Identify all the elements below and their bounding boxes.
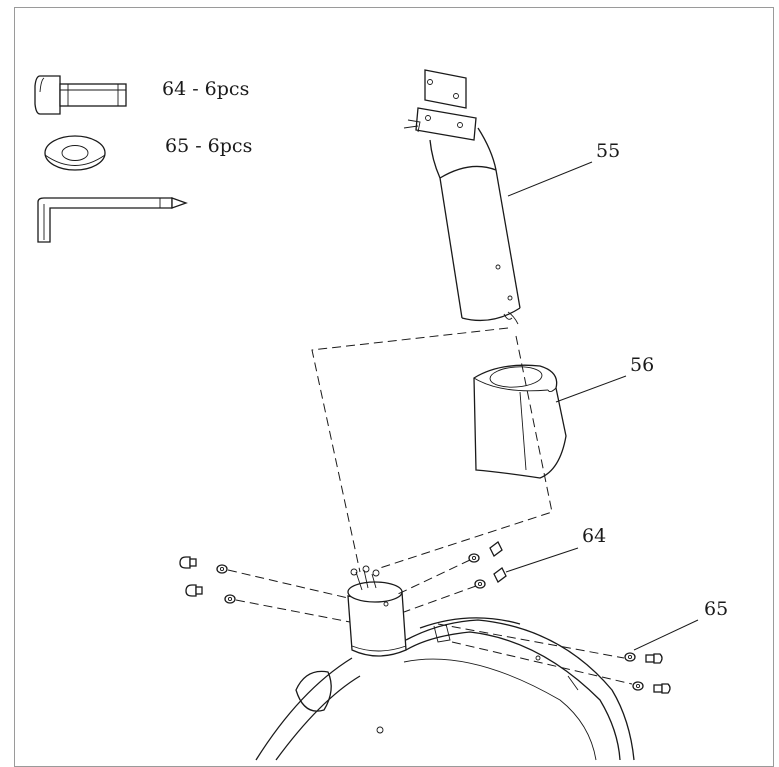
part-55-upright-tube	[403, 69, 521, 325]
callout-65: 65	[704, 598, 728, 620]
legend-label-washer: 65 - 6pcs	[165, 135, 252, 157]
leader-65	[633, 619, 699, 651]
allen-key-icon	[37, 197, 188, 243]
part-56-shroud-cover	[473, 364, 567, 479]
leader-55	[507, 161, 593, 197]
bolt-icon	[34, 75, 127, 115]
leader-64	[505, 547, 579, 573]
callout-55: 55	[596, 140, 620, 162]
frame-stub	[347, 565, 407, 657]
right-upper-bolt-set	[397, 541, 507, 613]
callout-64: 64	[582, 525, 606, 547]
legend-label-bolt: 64 - 6pcs	[162, 78, 249, 100]
leader-56	[555, 375, 627, 403]
callout-56: 56	[630, 354, 654, 376]
main-frame-body	[255, 617, 635, 761]
alignment-lines	[311, 327, 553, 573]
washer-icon	[44, 135, 106, 171]
left-bolt-set	[179, 556, 351, 623]
right-lower-bolt-set	[437, 623, 671, 694]
